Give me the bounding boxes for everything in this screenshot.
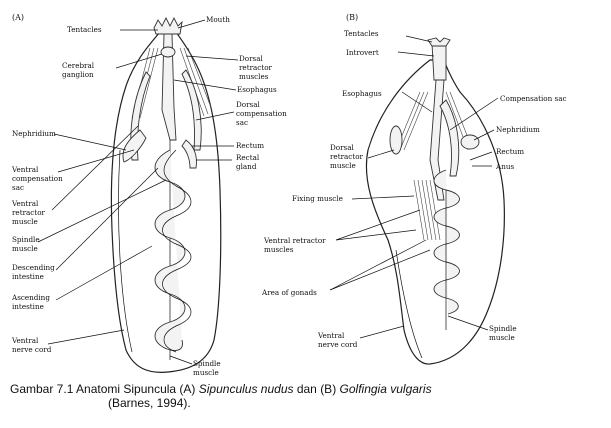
label-a-nephridium: Nephridium — [12, 129, 56, 138]
figure-caption: Gambar 7.1 Anatomi Sipuncula (A) Sipuncu… — [10, 382, 600, 410]
label-a-rectal-gland-2: gland — [236, 162, 257, 171]
label-a-dorsal-comp-1: Dorsal — [236, 100, 260, 109]
caption-citation: (Barnes, 1994). — [108, 396, 191, 410]
label-a-dorsal-retractor-1: Dorsal — [239, 54, 263, 63]
label-a-spindle-2: muscle — [12, 244, 38, 253]
label-a-rectum: Rectum — [236, 141, 264, 150]
label-a-cerebral-2: ganglion — [62, 70, 94, 79]
label-a-descending-2: intestine — [12, 272, 44, 281]
label-b-dorsal-retractor-2: retractor — [330, 152, 364, 161]
panel-a-nephridium — [122, 129, 147, 163]
label-a-tentacles: Tentacles — [67, 25, 102, 34]
label-b-spindle-2: muscle — [489, 333, 515, 342]
panel-a-tentacle-crown — [153, 16, 183, 35]
label-b-nerve-1: Ventral — [317, 331, 345, 340]
label-b-dorsal-retractor-1: Dorsal — [330, 143, 354, 152]
label-a-ventral-comp-3: sac — [12, 183, 24, 192]
panel-b-introvert — [431, 43, 447, 81]
panel-b-compensation-sac — [439, 99, 460, 177]
label-a-ventral-retractor-3: muscle — [12, 217, 38, 226]
label-b-spindle-1: Spindle — [489, 324, 517, 333]
label-b-dorsal-retractor-3: muscle — [330, 161, 356, 170]
panel-a-intestine-descending — [162, 149, 192, 353]
label-b-compensation-sac: Compensation sac — [500, 94, 567, 103]
label-a-dorsal-retractor-2: retractor — [239, 63, 273, 72]
label-b-nephridium: Nephridium — [496, 125, 540, 134]
anatomy-figure: (A) — [11, 13, 567, 377]
panel-a-dorsal-comp-sac — [181, 69, 202, 151]
caption-species-a: Sipunculus nudus — [198, 382, 294, 396]
label-a-ventral-comp-2: compensation — [12, 174, 63, 183]
label-a-nerve-1: Ventral — [11, 336, 39, 345]
label-a-nerve-2: nerve cord — [12, 345, 52, 354]
label-a-mouth: Mouth — [206, 15, 230, 24]
label-a-rectal-gland-1: Rectal — [236, 153, 260, 162]
label-a-spindle-1: Spindle — [12, 235, 40, 244]
label-b-ventral-retractor-2: muscles — [264, 245, 294, 254]
label-b-anus: Anus — [495, 162, 514, 171]
caption-prefix: Gambar 7.1 Anatomi Sipuncula (A) — [10, 382, 199, 396]
panel-b-dorsal-retractor — [389, 125, 403, 155]
panel-a-leader-lines — [37, 19, 239, 365]
panel-a-cerebral-ganglion — [160, 46, 176, 58]
panel-a-nerve-cord — [118, 149, 133, 353]
label-a-ventral-retractor-1: Ventral — [11, 199, 39, 208]
panel-a-rectum — [181, 139, 197, 169]
label-b-introvert: Introvert — [346, 48, 379, 57]
panel-a-drawing: (A) — [11, 13, 287, 377]
label-b-nerve-2: nerve cord — [318, 340, 358, 349]
caption-species-b: Golfingia vulgaris — [339, 382, 432, 396]
label-a-spindle-bottom-1: Spindle — [193, 359, 221, 368]
label-a-esophagus: Esophagus — [237, 85, 277, 94]
label-a-ventral-retractor-2: retractor — [12, 208, 46, 217]
label-a-dorsal-comp-3: sac — [236, 118, 248, 127]
panel-b-leader-lines — [329, 35, 499, 339]
label-b-fixing-muscle: Fixing muscle — [292, 194, 343, 203]
label-b-gonads: Area of gonads — [261, 288, 317, 297]
label-a-ascending-2: intestine — [12, 302, 44, 311]
label-b-ventral-retractor-1: Ventral retractor — [263, 236, 326, 245]
panel-b-title: (B) — [346, 13, 358, 22]
label-b-tentacles: Tentacles — [344, 29, 379, 38]
panel-b-esophagus — [429, 79, 445, 201]
label-a-descending-1: Descending — [12, 263, 55, 272]
label-a-dorsal-retractor-3: muscles — [239, 72, 269, 81]
label-a-ventral-comp-1: Ventral — [11, 165, 39, 174]
caption-middle: dan (B) — [293, 382, 340, 396]
panel-b-tentacles — [427, 37, 451, 47]
panel-b-drawing: (B) — [261, 13, 567, 365]
label-b-rectum: Rectum — [496, 147, 524, 156]
panel-a-title: (A) — [12, 13, 24, 22]
panel-b-nephridium — [460, 134, 480, 150]
label-a-cerebral-1: Cerebral — [62, 61, 95, 70]
label-a-spindle-bottom-2: muscle — [193, 368, 219, 377]
label-b-esophagus: Esophagus — [342, 89, 382, 98]
label-a-dorsal-comp-2: compensation — [236, 109, 287, 118]
panel-a-esophagus — [161, 33, 177, 141]
label-a-ascending-1: Ascending — [11, 293, 50, 302]
